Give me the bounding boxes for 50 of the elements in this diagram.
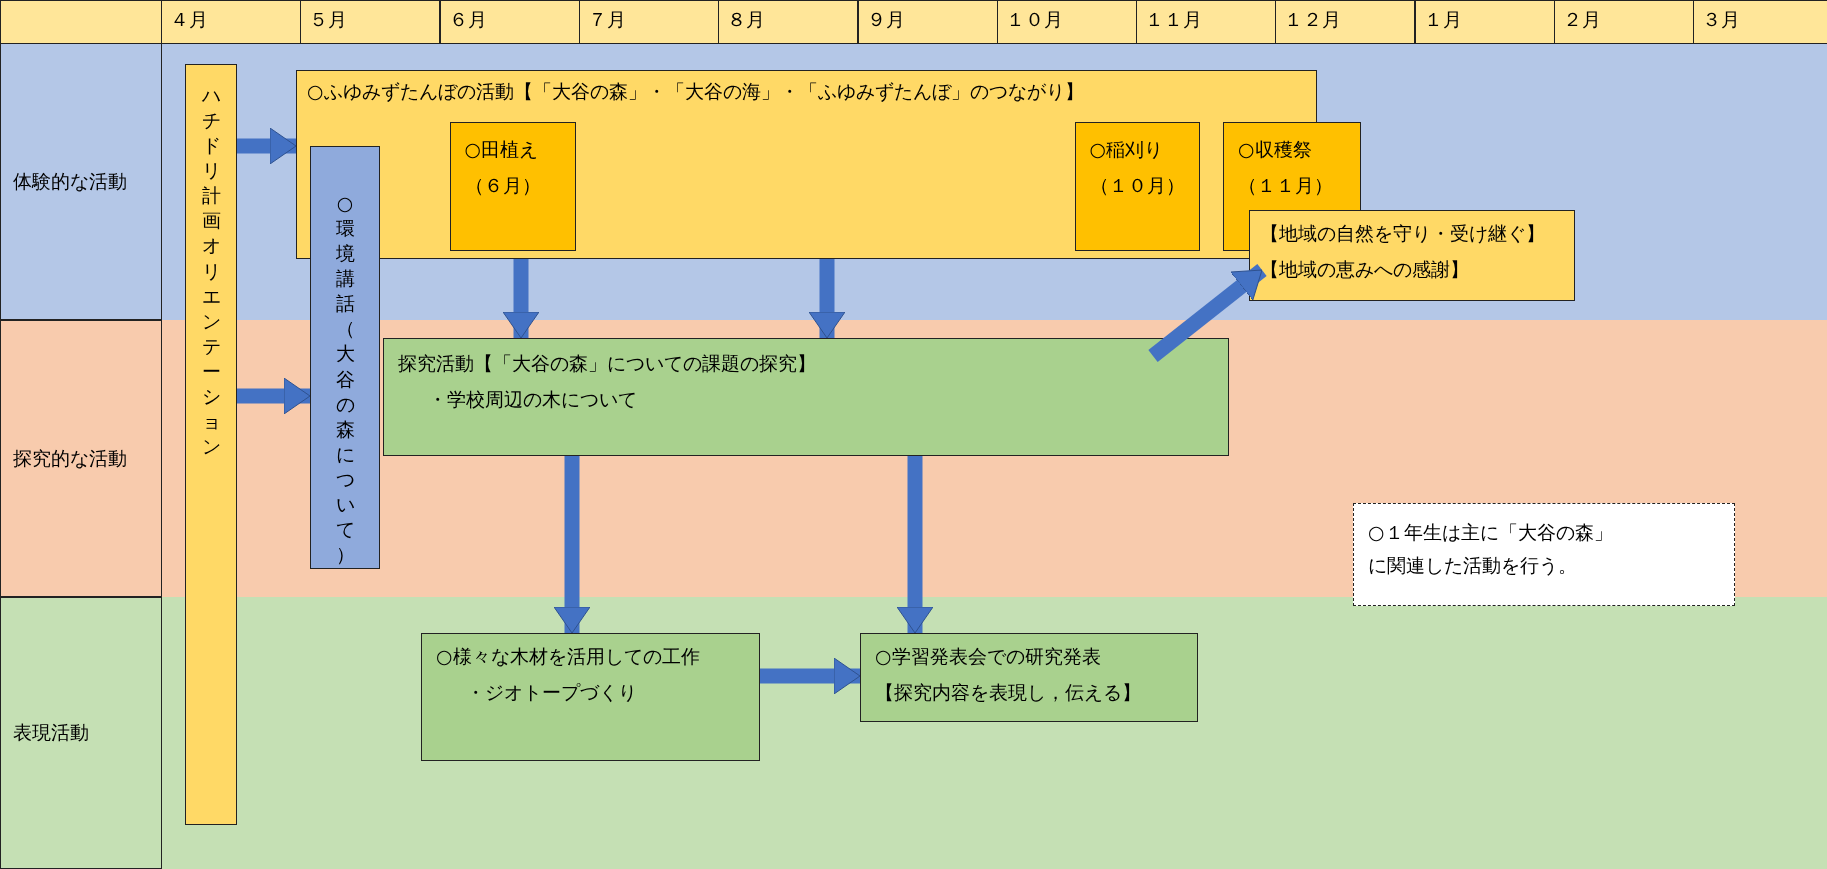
month-header: ４月 <box>161 0 301 44</box>
box-heading: ○稲刈り <box>1089 136 1165 162</box>
month-header: ９月 <box>857 0 998 44</box>
month-header: ６月 <box>439 0 580 44</box>
box-heading: ○田植え <box>464 136 540 162</box>
box-text: ・学校周辺の木について <box>427 387 638 412</box>
vertical-label: ハチドリ計画オリエンテーション <box>201 83 221 460</box>
note-box <box>1353 503 1735 606</box>
month-header: １０月 <box>996 0 1137 44</box>
block-arrow <box>760 657 861 695</box>
block-arrow <box>237 127 297 165</box>
box-heading: ○学習発表会での研究発表 <box>875 644 1102 669</box>
box-text: 【地域の恵みへの感謝】 <box>1260 257 1470 282</box>
box-heading: 【地域の自然を守り・受け継ぐ】 <box>1260 221 1546 246</box>
event-box <box>1074 121 1200 251</box>
month-header: １２月 <box>1275 0 1416 44</box>
lecture-bar <box>310 146 380 569</box>
box-text: 【探究内容を表現し，伝える】 <box>875 680 1142 705</box>
vertical-label: ○環境講話（大谷の森について） <box>335 191 355 568</box>
block-arrow <box>237 377 311 415</box>
row-header: 探究的な活動 <box>0 320 162 597</box>
box-heading: ○収穫祭 <box>1238 137 1313 162</box>
presentation-box <box>860 633 1198 722</box>
box-heading: ○１年生は主に「大谷の森」に関連した活動を行う。 <box>1368 520 1614 579</box>
block-arrow <box>1148 264 1267 362</box>
goal-box <box>1249 210 1575 301</box>
box-text: （１１月） <box>1238 173 1334 198</box>
block-arrow <box>808 259 846 339</box>
block-arrow <box>896 456 934 634</box>
block-arrow <box>502 259 540 339</box>
block-arrow <box>553 456 591 634</box>
month-header: ７月 <box>578 0 719 44</box>
event-box <box>449 121 576 251</box>
row-header: 表現活動 <box>0 597 162 869</box>
box-text: ・ジオトープづくり <box>465 680 638 705</box>
inquiry-box <box>383 338 1229 456</box>
box-text: （６月） <box>464 172 542 198</box>
month-header: １月 <box>1414 0 1555 44</box>
month-header: ５月 <box>300 0 441 44</box>
month-header: ８月 <box>718 0 859 44</box>
box-heading: 探究活動【「大谷の森」についての課題の探究】 <box>398 351 817 376</box>
orientation-bar <box>185 64 237 825</box>
month-header: １１月 <box>1136 0 1277 44</box>
row-header: 体験的な活動 <box>0 43 162 320</box>
box-heading: ○ふゆみずたんぼの活動【「大谷の森」・「大谷の海」・「ふゆみずたんぼ」のつながり】 <box>307 79 1085 104</box>
activity-box <box>421 633 760 761</box>
month-header: ３月 <box>1693 0 1827 44</box>
month-header: ２月 <box>1554 0 1694 44</box>
box-heading: ○様々な木材を活用しての工作 <box>436 644 701 669</box>
box-text: （１０月） <box>1089 172 1186 198</box>
